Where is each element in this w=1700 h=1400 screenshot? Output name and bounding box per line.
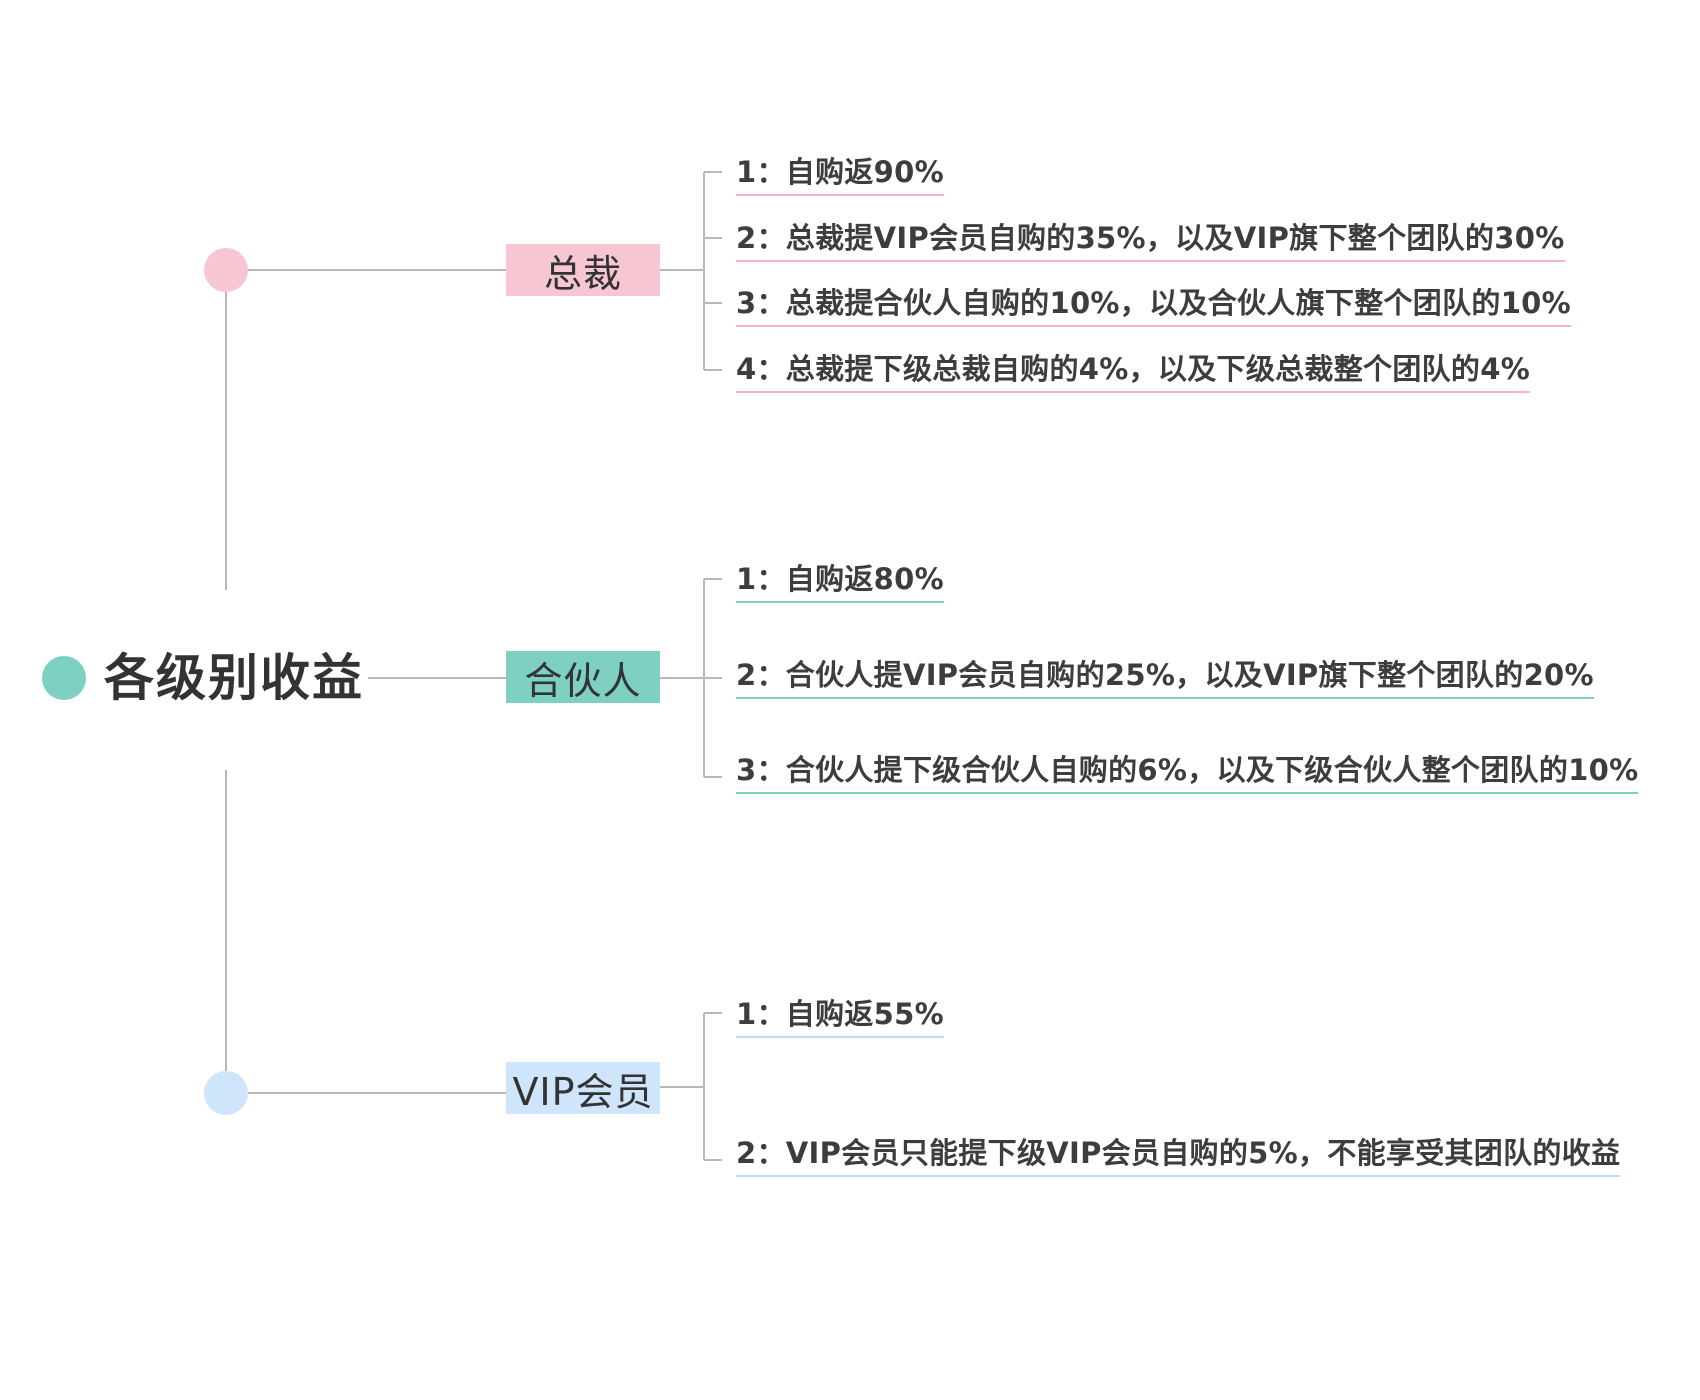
leaf-partner-2: 2：合伙人提VIP会员自购的25%，以及VIP旗下整个团队的20%: [736, 655, 1594, 699]
category-vip: VIP会员: [506, 1062, 660, 1114]
leaf-vip-2: 2：VIP会员只能提下级VIP会员自购的5%，不能享受其团队的收益: [736, 1133, 1621, 1177]
leaf-president-3: 3：总裁提合伙人自购的10%，以及合伙人旗下整个团队的10%: [736, 283, 1572, 327]
root-title: 各级别收益: [104, 649, 364, 707]
root-dot: [42, 656, 86, 700]
leaf-president-2: 2：总裁提VIP会员自购的35%，以及VIP旗下整个团队的30%: [736, 218, 1565, 262]
category-president: 总裁: [506, 244, 660, 296]
branch-dot-president: [204, 248, 248, 292]
branch-dot-vip: [204, 1071, 248, 1115]
leaf-partner-3: 3：合伙人提下级合伙人自购的6%，以及下级合伙人整个团队的10%: [736, 750, 1639, 794]
leaf-partner-1: 1：自购返80%: [736, 559, 944, 603]
leaf-president-4: 4：总裁提下级总裁自购的4%，以及下级总裁整个团队的4%: [736, 349, 1531, 393]
category-partner: 合伙人: [506, 651, 660, 703]
leaf-vip-1: 1：自购返55%: [736, 994, 944, 1038]
leaf-president-1: 1：自购返90%: [736, 152, 944, 196]
